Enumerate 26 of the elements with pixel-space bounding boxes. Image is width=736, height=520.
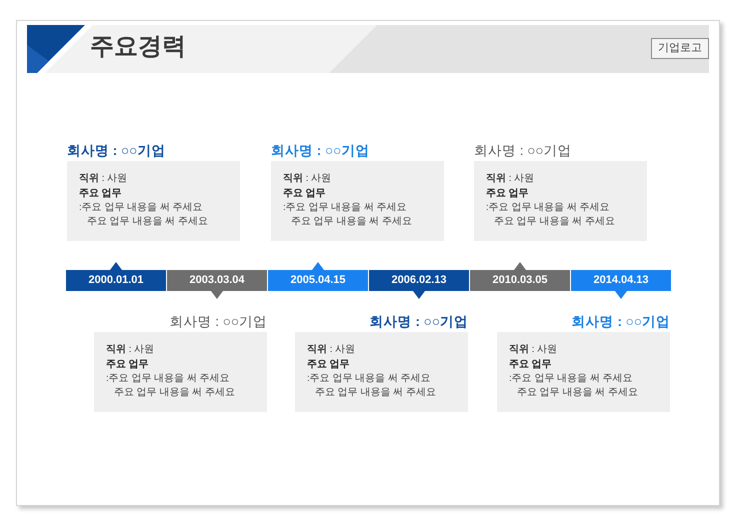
duty-heading: 주요 업무 xyxy=(283,187,327,201)
title: 주요경력 xyxy=(90,32,186,62)
position-text: 직위 : 사원 xyxy=(509,343,558,357)
company-heading: 회사명 : ○○기업 xyxy=(271,142,370,160)
company-heading: 회사명 : ○○기업 xyxy=(169,313,267,331)
company-heading: 회사명 : ○○기업 xyxy=(474,142,572,160)
company-heading: 회사명 : ○○기업 xyxy=(67,142,166,160)
duty-heading: 주요 업무 xyxy=(486,187,530,201)
duty-description: :주요 업무 내용을 써 주세요 주요 업무 내용을 써 주세요 xyxy=(509,372,639,400)
position-text: 직위 : 사원 xyxy=(486,172,536,186)
duty-description: :주요 업무 내용을 써 주세요 주요 업무 내용을 써 주세요 xyxy=(307,372,437,400)
duty-description: :주요 업무 내용을 써 주세요 주요 업무 내용을 써 주세요 xyxy=(106,372,236,400)
duty-heading: 주요 업무 xyxy=(79,187,123,201)
position-text: 직위 : 사원 xyxy=(106,343,156,357)
duty-description: :주요 업무 내용을 써 주세요 주요 업무 내용을 써 주세요 xyxy=(486,201,616,229)
position-text: 직위 : 사원 xyxy=(79,172,128,186)
duty-description: :주요 업무 내용을 써 주세요 주요 업무 내용을 써 주세요 xyxy=(283,201,413,229)
duty-description: :주요 업무 내용을 써 주세요 주요 업무 내용을 써 주세요 xyxy=(79,201,209,229)
duty-heading: 주요 업무 xyxy=(307,358,351,372)
duty-heading: 주요 업무 xyxy=(509,358,553,372)
position-text: 직위 : 사원 xyxy=(283,172,332,186)
company-heading: 회사명 : ○○기업 xyxy=(370,313,468,331)
duty-heading: 주요 업무 xyxy=(106,358,150,372)
company-heading: 회사명 : ○○기업 xyxy=(572,313,670,331)
placeholder-tag: 기업로고 xyxy=(651,38,709,59)
position-text: 직위 : 사원 xyxy=(307,343,356,357)
